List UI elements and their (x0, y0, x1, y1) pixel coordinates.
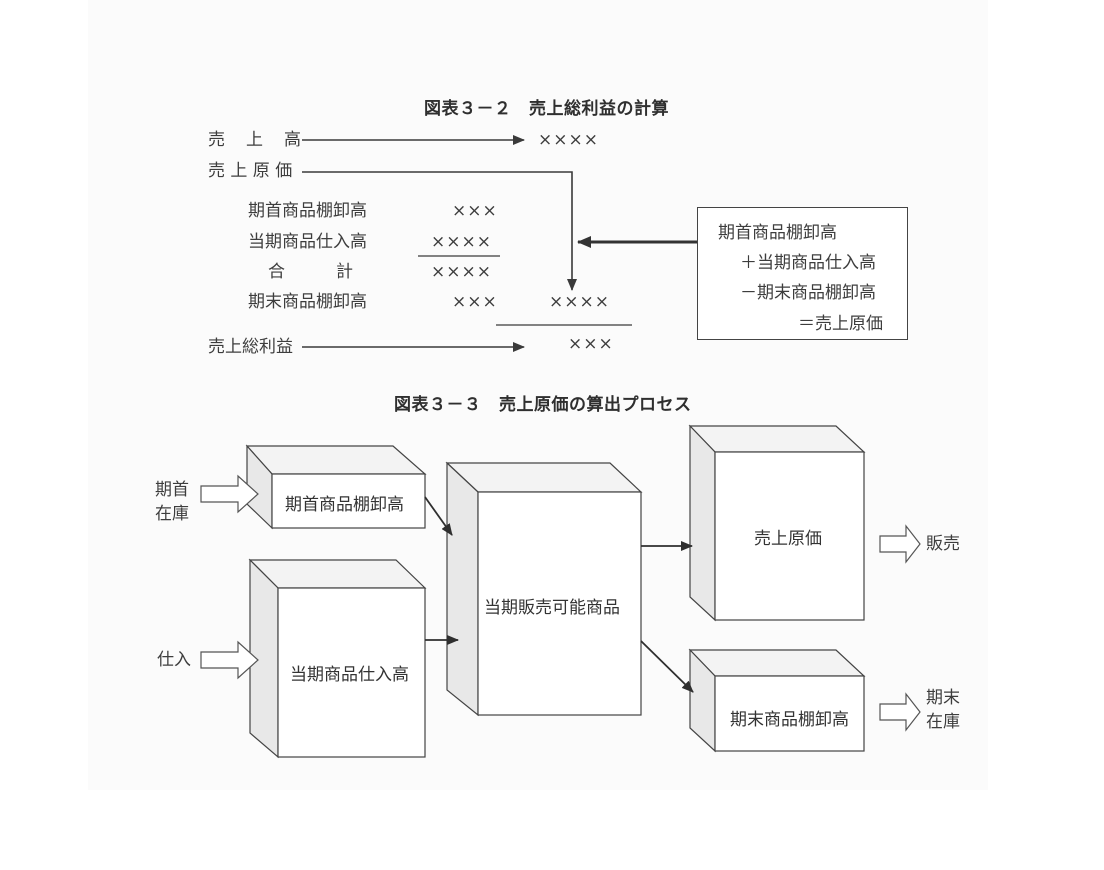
formula-line-4: ＝売上原価 (798, 314, 883, 334)
sales-label: 売 上 高 (208, 130, 303, 150)
sales-output-arrow (879, 524, 921, 564)
begin-inventory-value: ××× (452, 201, 498, 221)
figure-3-3-title: 図表３－３ 売上原価の算出プロセス (394, 395, 692, 415)
sales-output-label: 販売 (926, 534, 960, 554)
box-available (445, 461, 643, 717)
end-inventory-output-label-1: 期末 (926, 688, 960, 708)
formula-line-2: ＋当期商品仕入高 (740, 253, 876, 273)
cogs-label: 売 上 原 価 (208, 161, 293, 181)
box-end-label: 期末商品棚卸高 (730, 710, 849, 730)
gross-profit-label: 売上総利益 (208, 337, 293, 357)
box-end-inventory (688, 648, 866, 753)
box-cogs (688, 424, 866, 622)
total-label: 合 計 (268, 262, 353, 282)
formula-line-3: －期末商品棚卸高 (740, 283, 876, 303)
begin-inventory-label: 期首商品棚卸高 (248, 201, 367, 221)
begin-inventory-input-label-2: 在庫 (155, 504, 189, 524)
sales-value: ×××× (538, 130, 599, 150)
figure-3-2-title: 図表３－２ 売上総利益の計算 (424, 99, 669, 119)
flow-begin-to-available (424, 496, 453, 536)
box-begin-label: 期首商品棚卸高 (285, 495, 404, 515)
purchases-value: ×××× (431, 232, 492, 252)
box-purchases-label: 当期商品仕入高 (290, 665, 409, 685)
box-cogs-label: 売上原価 (754, 529, 822, 549)
flow-available-to-end (640, 640, 694, 693)
end-inventory-output-label-2: 在庫 (926, 712, 960, 732)
purchases-label: 当期商品仕入高 (248, 232, 367, 252)
cogs-formula-box: 期首商品棚卸高 ＋当期商品仕入高 －期末商品棚卸高 ＝売上原価 (697, 207, 908, 340)
formula-line-1: 期首商品棚卸高 (718, 223, 837, 243)
end-inventory-value: ××× (452, 292, 498, 312)
cogs-arrow (302, 171, 577, 291)
box-purchases (248, 558, 427, 759)
box-begin-inventory (245, 444, 427, 530)
begin-input-arrow (200, 474, 259, 514)
box-available-label: 当期販売可能商品 (484, 598, 620, 618)
end-output-arrow (879, 692, 921, 732)
total-value: ×××× (431, 262, 492, 282)
begin-inventory-input-label-1: 期首 (155, 480, 189, 500)
purchase-input-arrow (200, 640, 259, 680)
gross-profit-value: ××× (568, 334, 614, 354)
purchase-input-label: 仕入 (157, 650, 191, 670)
cogs-value: ×××× (549, 292, 610, 312)
end-inventory-label: 期末商品棚卸高 (248, 292, 367, 312)
